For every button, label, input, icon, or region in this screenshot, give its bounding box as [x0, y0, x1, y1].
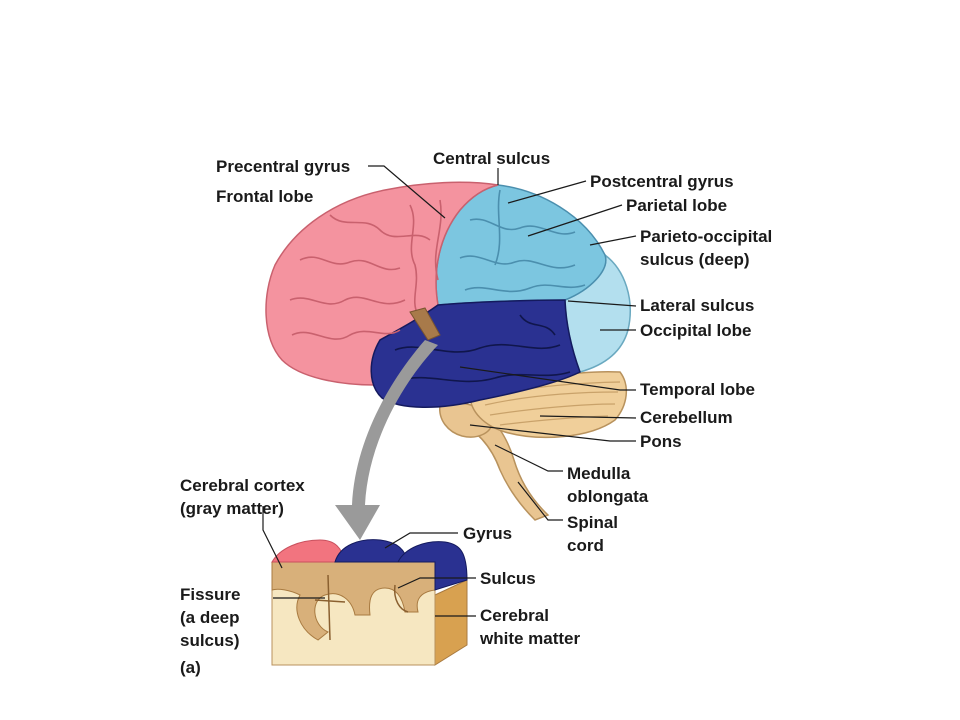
label-line: Medulla	[567, 464, 631, 483]
zoom-arrow	[335, 340, 438, 540]
label-line: Cerebral	[480, 606, 549, 625]
sulcus-line	[393, 584, 409, 613]
blue-gyrus-top-1	[334, 539, 409, 563]
label-temporal-lobe: Temporal lobe	[640, 380, 755, 399]
label-line: sulcus)	[180, 631, 240, 650]
label-cerebral-white-matter: Cerebral white matter	[480, 604, 580, 650]
frontal-gyri	[289, 199, 442, 340]
label-postcentral-gyrus: Postcentral gyrus	[590, 172, 734, 191]
label-line: oblongata	[567, 487, 649, 506]
label-frontal-lobe: Frontal lobe	[216, 187, 314, 206]
label-line: sulcus (deep)	[640, 250, 750, 269]
label-occipital-lobe: Occipital lobe	[640, 321, 752, 340]
label-spinal-cord: Spinal cord	[567, 511, 618, 557]
label-line: (a deep	[180, 608, 240, 627]
label-cerebellum: Cerebellum	[640, 408, 733, 427]
label-sulcus: Sulcus	[480, 569, 536, 588]
leader-lines	[262, 165, 637, 617]
panel-label: (a)	[180, 658, 201, 677]
label-line: Spinal	[567, 513, 619, 532]
fissure-line	[314, 574, 346, 641]
label-line: cord	[567, 536, 604, 555]
block-side	[434, 579, 468, 666]
red-gyrus-top	[271, 539, 346, 563]
frontal-lobe	[265, 181, 499, 386]
label-parietal-lobe: Parietal lobe	[626, 196, 728, 215]
brainstem-spinal-cord	[452, 411, 550, 521]
label-line: Cerebral cortex	[180, 476, 305, 495]
cut-stalk	[409, 307, 441, 341]
label-precentral-gyrus: Precentral gyrus	[216, 157, 351, 176]
cortex-block	[271, 539, 468, 666]
label-fissure: Fissure (a deep sulcus)	[180, 583, 240, 652]
label-central-sulcus: Central sulcus	[433, 149, 551, 168]
label-lateral-sulcus: Lateral sulcus	[640, 296, 755, 315]
label-pons: Pons	[640, 432, 682, 451]
label-gyrus: Gyrus	[463, 524, 513, 543]
parietal-gyri	[459, 189, 586, 293]
label-line: Parieto-occipital	[640, 227, 773, 246]
label-line: (gray matter)	[180, 499, 284, 518]
label-parieto-occipital-sulcus: Parieto-occipital sulcus (deep)	[640, 225, 772, 271]
label-cerebral-cortex: Cerebral cortex (gray matter)	[180, 474, 305, 520]
label-medulla-oblongata: Medulla oblongata	[567, 462, 648, 508]
label-line: white matter	[480, 629, 581, 648]
label-line: Fissure	[180, 585, 241, 604]
gray-matter-band	[271, 561, 436, 641]
